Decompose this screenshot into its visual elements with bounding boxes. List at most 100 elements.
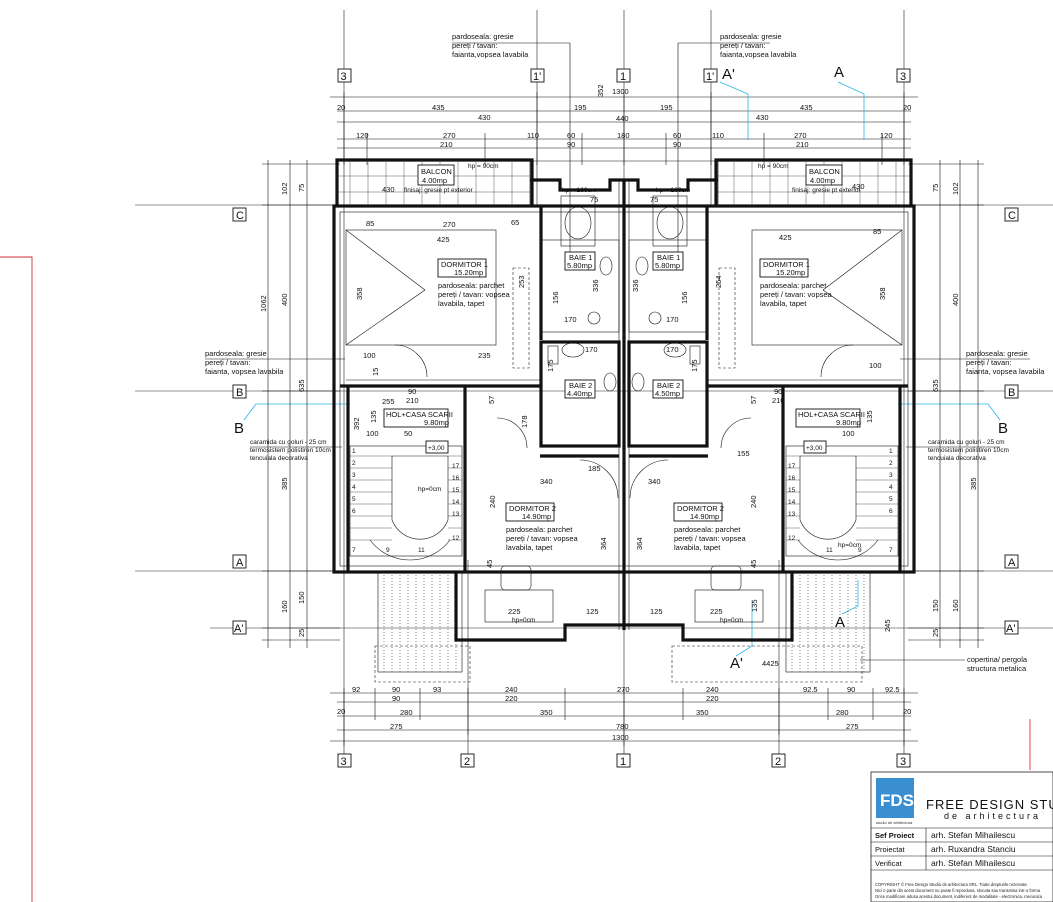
svg-text:hp = 90cm: hp = 90cm — [468, 163, 499, 170]
svg-text:13: 13 — [788, 511, 796, 518]
svg-text:50: 50 — [404, 429, 412, 438]
svg-text:180: 180 — [617, 131, 630, 140]
svg-text:240: 240 — [749, 495, 758, 508]
svg-text:finisaj: gresie pt exterior: finisaj: gresie pt exterior — [404, 187, 473, 194]
svg-text:5: 5 — [889, 496, 893, 503]
svg-text:90: 90 — [567, 140, 575, 149]
room-dormitor1-left: DORMITOR 1 15.20mp pardoseala: parchet p… — [437, 258, 511, 308]
svg-text:9.80mp: 9.80mp — [836, 418, 861, 427]
svg-text:2: 2 — [889, 460, 893, 467]
svg-text:92.5: 92.5 — [885, 685, 900, 694]
svg-text:14.90mp: 14.90mp — [522, 512, 551, 521]
svg-text:100: 100 — [366, 429, 379, 438]
room-balcon-left: BALCON 4.00mp hp = 90cm finisaj: gresie … — [382, 163, 499, 194]
svg-text:225: 225 — [508, 607, 521, 616]
svg-text:1: 1 — [620, 71, 626, 83]
interior-dimensions: 85 270 425 65 85 425 100 235 100 170 170… — [352, 187, 892, 668]
svg-text:280: 280 — [400, 708, 413, 717]
svg-text:90: 90 — [847, 685, 855, 694]
svg-text:A': A' — [234, 623, 243, 635]
svg-text:14.90mp: 14.90mp — [690, 512, 719, 521]
svg-text:1300: 1300 — [612, 733, 629, 742]
svg-text:120: 120 — [880, 131, 893, 140]
svg-text:125: 125 — [650, 607, 663, 616]
svg-text:4.40mp: 4.40mp — [567, 389, 592, 398]
svg-text:4.00mp: 4.00mp — [810, 176, 835, 185]
svg-text:tencuiala decorativa: tencuiala decorativa — [250, 455, 308, 462]
svg-text:100: 100 — [842, 429, 855, 438]
svg-text:85: 85 — [366, 219, 374, 228]
svg-text:20: 20 — [903, 103, 911, 112]
svg-text:430: 430 — [756, 113, 769, 122]
svg-text:3: 3 — [900, 756, 906, 768]
svg-text:2: 2 — [775, 756, 781, 768]
svg-text:17: 17 — [788, 463, 796, 470]
finish-note-top-left: pardoseala: gresie pereți / tavan: faian… — [452, 32, 571, 255]
svg-text:270: 270 — [443, 131, 456, 140]
svg-text:6: 6 — [352, 508, 356, 515]
svg-text:93: 93 — [433, 685, 441, 694]
svg-text:90: 90 — [774, 387, 782, 396]
svg-text:210: 210 — [772, 396, 785, 405]
dimension-chain-top: 1300 352 20 20 435 195 195 435 430 440 4… — [330, 84, 918, 165]
svg-text:358: 358 — [878, 287, 887, 300]
svg-text:lavabila, tapet: lavabila, tapet — [760, 299, 807, 308]
svg-text:195: 195 — [574, 103, 587, 112]
svg-text:15: 15 — [371, 368, 380, 376]
svg-text:DORMITOR 2: DORMITOR 2 — [509, 504, 556, 513]
svg-text:65: 65 — [511, 218, 519, 227]
svg-text:57: 57 — [749, 396, 758, 404]
svg-text:1300: 1300 — [612, 87, 629, 96]
svg-text:BAIE 2: BAIE 2 — [569, 381, 592, 390]
svg-text:358: 358 — [355, 287, 364, 300]
svg-text:pereți / tavan: vopsea: pereți / tavan: vopsea — [506, 534, 579, 543]
svg-text:100: 100 — [363, 351, 376, 360]
svg-text:pardoseala: gresie: pardoseala: gresie — [205, 349, 267, 358]
svg-text:pardoseala: gresie: pardoseala: gresie — [720, 32, 782, 41]
svg-text:20: 20 — [903, 707, 911, 716]
svg-text:14: 14 — [788, 499, 796, 506]
svg-text:hp=0cm: hp=0cm — [418, 486, 441, 493]
svg-text:BAIE 2: BAIE 2 — [657, 381, 680, 390]
svg-text:430: 430 — [382, 185, 395, 194]
svg-text:lavabila, tapet: lavabila, tapet — [674, 543, 721, 552]
svg-text:pardoseala: parchet: pardoseala: parchet — [760, 281, 827, 290]
svg-text:pereți / tavan: vopsea: pereți / tavan: vopsea — [674, 534, 747, 543]
svg-text:364: 364 — [635, 537, 644, 550]
svg-text:25: 25 — [931, 629, 940, 637]
svg-text:1': 1' — [706, 71, 714, 83]
finish-note-left: pardoseala: gresie pereți / tavan: faian… — [205, 349, 345, 376]
svg-text:90: 90 — [673, 140, 681, 149]
svg-text:Nici o parte din acest documen: Nici o parte din acest document nu poate… — [875, 888, 1041, 893]
svg-text:A: A — [835, 614, 845, 631]
svg-text:240: 240 — [488, 495, 497, 508]
svg-text:336: 336 — [631, 279, 640, 292]
svg-text:12: 12 — [788, 535, 796, 542]
finish-note-top-right: pardoseala: gresie pereți / tavan: faian… — [677, 32, 797, 255]
svg-text:1: 1 — [352, 448, 356, 455]
svg-text:430: 430 — [852, 182, 865, 191]
svg-text:270: 270 — [443, 220, 456, 229]
svg-text:+3,00: +3,00 — [428, 445, 445, 452]
svg-text:9: 9 — [386, 547, 390, 554]
svg-text:178: 178 — [520, 415, 529, 428]
svg-text:210: 210 — [440, 140, 453, 149]
svg-text:102: 102 — [951, 182, 960, 195]
svg-text:B: B — [234, 420, 244, 437]
svg-text:120: 120 — [356, 131, 369, 140]
svg-text:hp=0cm: hp=0cm — [512, 617, 535, 624]
svg-text:1: 1 — [620, 756, 626, 768]
svg-text:254: 254 — [714, 275, 723, 288]
section-marker-b-right: B — [898, 403, 1008, 437]
svg-text:arh. Ruxandra Stanciu: arh. Ruxandra Stanciu — [931, 844, 1016, 854]
svg-text:B: B — [1008, 387, 1015, 399]
svg-text:hp = 90cm: hp = 90cm — [758, 163, 789, 170]
svg-text:440: 440 — [616, 114, 629, 123]
svg-text:A: A — [834, 64, 844, 81]
svg-text:A: A — [1008, 557, 1016, 569]
svg-text:275: 275 — [846, 722, 859, 731]
svg-text:7: 7 — [352, 547, 356, 554]
svg-text:350: 350 — [696, 708, 709, 717]
svg-text:160: 160 — [280, 600, 289, 613]
svg-text:3: 3 — [352, 472, 356, 479]
